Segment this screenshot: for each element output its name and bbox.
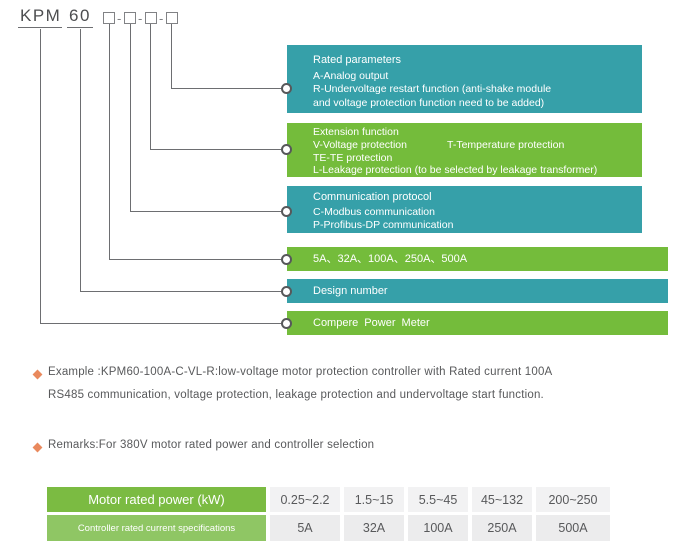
- connector-hline-brand: [40, 323, 283, 324]
- example-diamond-icon: [32, 369, 43, 380]
- table-power-value-2: 1.5~15: [344, 487, 404, 512]
- connector-hline-rated-parameters: [171, 88, 283, 89]
- connector-hline-communication: [129, 211, 284, 212]
- rated-parameters-line-undervoltage: R-Undervoltage restart function (anti-sh…: [313, 83, 552, 96]
- design-number-bar: Design number: [287, 279, 668, 303]
- connector-vline-box3: [150, 24, 151, 149]
- table-current-value-1: 5A: [270, 515, 340, 541]
- connector-hline-extension: [150, 149, 283, 150]
- table-power-value-4: 45~132: [472, 487, 532, 512]
- connector-vline-box1: [108, 24, 110, 259]
- model-prefix-label: KPM: [20, 6, 62, 25]
- connector-dot-design: [281, 286, 292, 297]
- communication-protocol-bar: Communication protocol C-Modbus communic…: [287, 186, 642, 233]
- table-current-value-2: 32A: [344, 515, 404, 541]
- rated-parameters-title: Rated parameters: [313, 54, 402, 66]
- code-box-4: [165, 12, 178, 24]
- connector-vline-box4: [171, 24, 172, 88]
- connector-dot-brand: [281, 318, 292, 329]
- extension-function-title: Extension function: [313, 126, 399, 138]
- extension-leakage-label: L-Leakage protection (to be selected by …: [313, 164, 598, 177]
- table-power-value-1: 0.25~2.2: [270, 487, 340, 512]
- table-current-value-4: 250A: [472, 515, 532, 541]
- rated-parameters-line-analog: A-Analog output: [313, 70, 389, 82]
- table-current-value-3: 100A: [408, 515, 468, 541]
- connector-vline-box2: [129, 24, 131, 211]
- connector-vline-prefix: [40, 29, 41, 323]
- connector-hline-current: [108, 259, 284, 260]
- table-power-value-3: 5.5~45: [408, 487, 468, 512]
- motor-selection-table: Motor rated power (kW) 0.25~2.2 1.5~15 5…: [47, 487, 610, 541]
- table-header-controller-current: Controller rated current specifications: [47, 515, 266, 541]
- connector-dot-extension: [281, 144, 292, 155]
- communication-protocol-title: Communication protocol: [313, 191, 432, 203]
- example-note-line2: RS485 communication, voltage protection,…: [48, 389, 544, 401]
- connector-dot-current: [281, 254, 292, 265]
- connector-hline-design: [80, 291, 283, 292]
- code-dash-3: -: [159, 11, 164, 26]
- code-box-3: [144, 12, 157, 24]
- design-number-underline: [67, 27, 93, 28]
- rated-parameters-bar: Rated parameters A-Analog output R-Under…: [287, 45, 642, 113]
- table-header-motor-power: Motor rated power (kW): [47, 487, 266, 512]
- table-current-value-5: 500A: [536, 515, 610, 541]
- remarks-diamond-icon: [32, 442, 43, 453]
- extension-voltage-label: V-Voltage protection: [313, 138, 407, 151]
- remarks-note: Remarks:For 380V motor rated power and c…: [48, 439, 375, 451]
- communication-profibus-label: P-Profibus-DP communication: [313, 219, 454, 232]
- model-design-number-label: 60: [69, 6, 91, 25]
- table-power-value-5: 200~250: [536, 487, 610, 512]
- connector-vline-design: [80, 29, 81, 292]
- brand-bar: Compere Power Meter: [287, 311, 668, 335]
- extension-temperature-label: T-Temperature protection: [446, 138, 565, 151]
- extension-te-label: TE-TE protection: [313, 151, 393, 164]
- extension-voltage-temperature-line: V-Voltage protection T-Temperature protec…: [313, 139, 642, 152]
- connector-dot-rated-parameters: [281, 83, 292, 94]
- code-box-2: [124, 12, 136, 24]
- code-dash-1: -: [117, 11, 122, 26]
- connector-dot-communication: [281, 206, 292, 217]
- rated-current-options-bar: 5A、32A、100A、250A、500A: [287, 247, 668, 271]
- rated-parameters-line-undervoltage-cont: and voltage protection function need to …: [313, 96, 545, 109]
- example-note-line1: Example :KPM60-100A-C-VL-R:low-voltage m…: [48, 366, 553, 378]
- code-box-1: [103, 12, 115, 24]
- communication-modbus-label: C-Modbus communication: [313, 206, 435, 218]
- code-dash-2: -: [138, 11, 143, 26]
- prefix-underline: [18, 27, 62, 28]
